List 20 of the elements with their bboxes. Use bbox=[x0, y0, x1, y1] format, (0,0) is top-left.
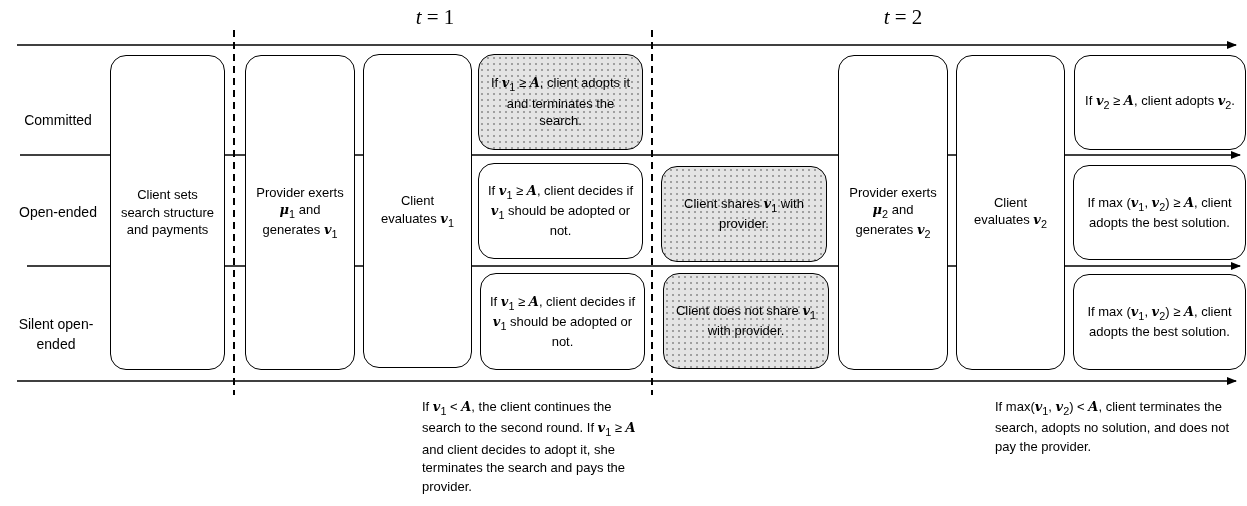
lane-label: Committed bbox=[23, 111, 93, 130]
note-text: If v$_{1}$ < A, the client continues the search to the second round. If v$_{1}$ ≥ A and client decides to adopt it, she terminates the search and pays the provider. bbox=[422, 398, 637, 497]
note-text: If max(v$_{1}$, v$_{2}$) < A, client terminates the search, adopts no solution, and does not pay the provider. bbox=[995, 398, 1231, 457]
shaded-step-box: Client shares v$_{1}$ with provider. bbox=[661, 166, 827, 262]
step-box: Provider exerts μ$_{1}$ and generates v$_{1}$ bbox=[245, 55, 355, 370]
step-box: If v$_{1}$ ≥ A, client decides if v$_{1}$ should be adopted or not. bbox=[480, 273, 645, 370]
step-box: Client evaluates v$_{1}$ bbox=[363, 54, 472, 368]
period-label: t = 1 bbox=[414, 4, 456, 31]
step-box: If v$_{1}$ ≥ A, client decides if v$_{1}$ should be adopted or not. bbox=[478, 163, 643, 259]
step-box: Client evaluates v$_{2}$ bbox=[956, 55, 1065, 370]
lane-label: Open-ended bbox=[18, 203, 98, 222]
step-box: Client sets search structure and payments bbox=[110, 55, 225, 370]
shaded-step-box: Client does not share v$_{1}$ with provider. bbox=[663, 273, 829, 369]
step-box: If max (v$_{1}$, v$_{2}$) ≥ A, client adopts the best solution. bbox=[1073, 274, 1246, 370]
step-box: If v$_{2}$ ≥ A, client adopts v$_{2}$. bbox=[1074, 55, 1246, 150]
lane-label: Silent open-ended bbox=[17, 315, 95, 355]
step-box: If max (v$_{1}$, v$_{2}$) ≥ A, client adopts the best solution. bbox=[1073, 165, 1246, 260]
period-label: t = 2 bbox=[882, 4, 924, 31]
shaded-step-box: If v$_{1}$ ≥ A, client adopts it and terminates the search. bbox=[478, 54, 643, 150]
step-box: Provider exerts μ$_{2}$ and generates v$_{2}$ bbox=[838, 55, 948, 370]
